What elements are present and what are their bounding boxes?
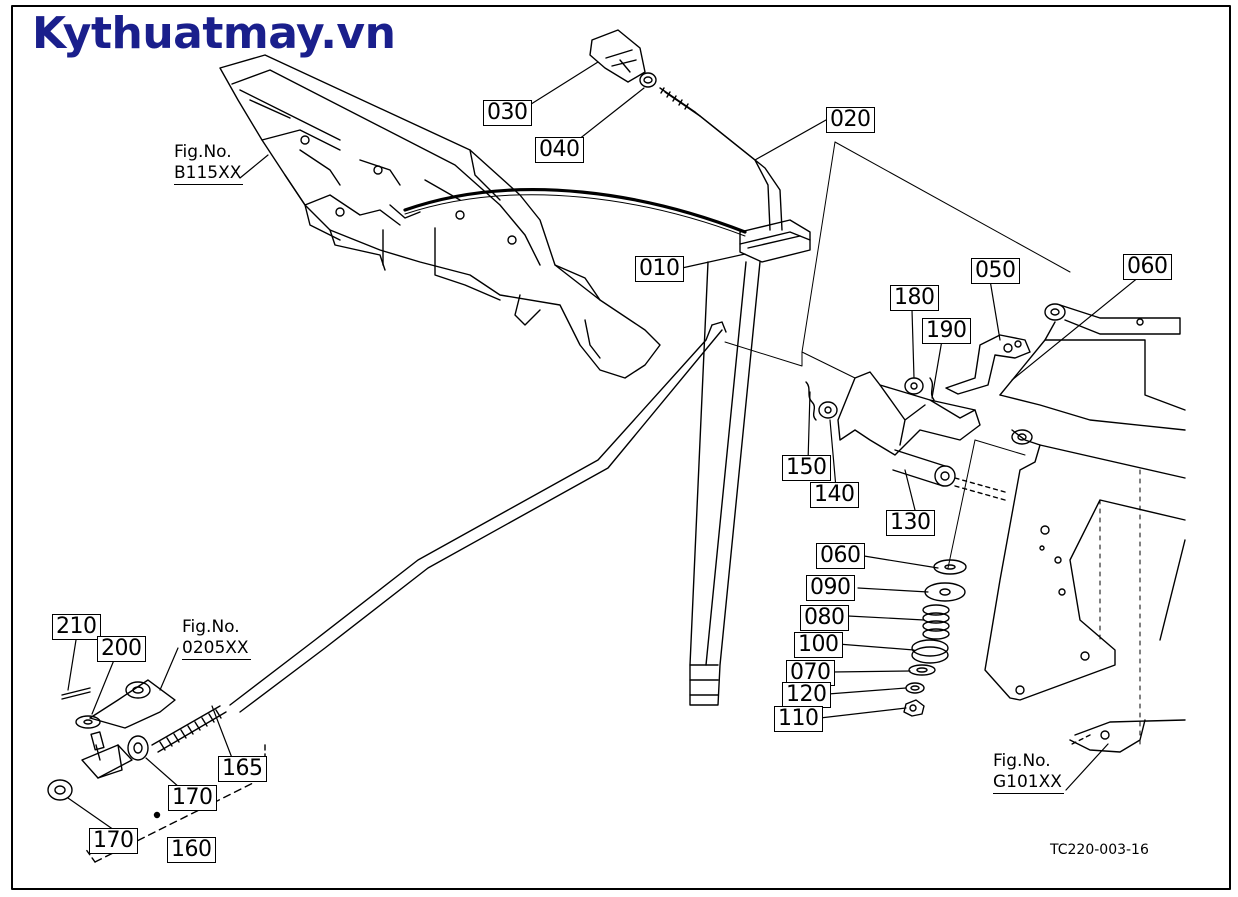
fig-ref-0205xx-label: Fig.No. <box>182 617 240 637</box>
drawing-code: TC220-003-16 <box>1050 842 1149 858</box>
part-label-160: 160 <box>167 837 216 863</box>
part-label-010: 010 <box>635 256 684 282</box>
fig-ref-b115xx-label: Fig.No. <box>174 142 232 162</box>
throttle-lever <box>590 30 810 705</box>
fig-ref-g101xx: Fig.No. G101XX <box>993 751 1064 794</box>
fig-ref-g101xx-value: G101XX <box>993 772 1064 794</box>
spring-stack <box>904 440 1025 716</box>
fig-ref-b115xx-value: B115XX <box>174 163 244 185</box>
part-label-060-top: 060 <box>1123 254 1172 280</box>
part-label-100: 100 <box>794 632 843 658</box>
part-label-170-left: 170 <box>89 828 138 854</box>
dashboard-panel <box>220 55 660 378</box>
part-label-030: 030 <box>483 100 532 126</box>
leader-lines <box>68 62 1150 830</box>
part-label-050: 050 <box>971 258 1020 284</box>
part-label-165: 165 <box>218 756 267 782</box>
part-label-090: 090 <box>806 575 855 601</box>
fig-ref-g101xx-label: Fig.No. <box>993 751 1051 771</box>
pedal-shaft-assembly <box>725 142 1070 500</box>
part-label-130: 130 <box>886 510 935 536</box>
part-label-210: 210 <box>52 614 101 640</box>
bracket-050 <box>946 335 1030 394</box>
connecting-rod <box>152 322 726 752</box>
frame-plate <box>985 304 1185 752</box>
fig-ref-0205xx: Fig.No. 0205XX <box>182 617 251 660</box>
fig-ref-0205xx-value: 0205XX <box>182 638 251 660</box>
fig-ref-b115xx: Fig.No. B115XX <box>174 142 244 185</box>
part-label-110: 110 <box>774 706 823 732</box>
part-label-170-right: 170 <box>168 785 217 811</box>
part-label-190: 190 <box>922 318 971 344</box>
part-label-150: 150 <box>782 455 831 481</box>
part-label-120: 120 <box>782 682 831 708</box>
part-label-040: 040 <box>535 137 584 163</box>
throttle-cable <box>405 190 745 232</box>
part-label-080: 080 <box>800 605 849 631</box>
part-label-200: 200 <box>97 636 146 662</box>
part-label-060-stack: 060 <box>816 543 865 569</box>
page-border <box>12 6 1230 889</box>
site-title[interactable]: Kythuatmay.vn <box>32 8 396 59</box>
part-label-020: 020 <box>826 107 875 133</box>
part-label-140: 140 <box>810 482 859 508</box>
part-label-180: 180 <box>890 285 939 311</box>
